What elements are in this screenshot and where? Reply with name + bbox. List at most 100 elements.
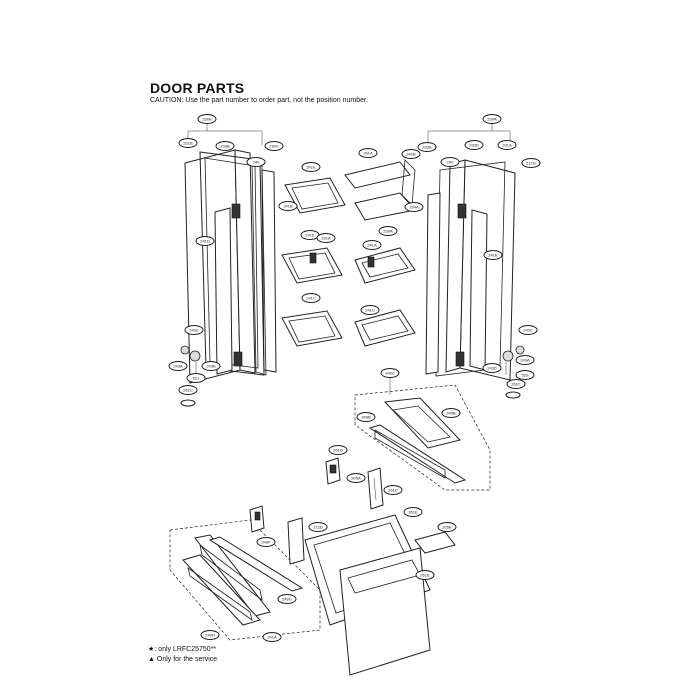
caution-text: CAUTION: Use the part number to order pa… [150,97,368,104]
callout: 212D [308,522,328,532]
svg-text:241E: 241E [488,253,498,258]
svg-text:241A: 241A [267,635,277,640]
callout: 249B [356,412,376,422]
svg-text:230A: 230A [487,117,497,122]
callout: 261C [383,485,403,495]
callout: 243A [515,355,535,365]
callout: 261D [328,445,348,455]
svg-text:521: 521 [193,376,200,381]
callout: 231A [316,233,336,243]
callout: 249F [256,537,276,547]
callout: 262C [178,385,198,395]
assembly-249A [368,397,467,484]
left-door-assembly [180,149,277,407]
svg-text:233A: 233A [422,145,432,150]
svg-text:231A: 231A [321,236,331,241]
callout: 249C [380,368,400,378]
right-door-assembly [425,159,525,399]
callout: 205B [437,522,457,532]
callout: 212G [521,158,541,168]
callout: 249H [200,630,220,640]
assembly-249B [182,534,304,626]
svg-text:243D: 243D [487,366,497,371]
callout: 261E [415,570,435,580]
callout: 241C [360,305,380,315]
svg-text:249B: 249B [446,411,456,416]
svg-text:261D: 261D [333,448,343,453]
callout: 240 [246,157,266,167]
callout: 243B [201,361,221,371]
svg-text:231A: 231A [502,143,512,148]
callout: 241B [401,149,421,159]
svg-text:262C: 262C [511,382,521,387]
callout: 243A [168,361,188,371]
callout: 231A [497,140,517,150]
svg-text:241A: 241A [367,243,377,248]
callout: 233B [215,141,235,151]
svg-text:241D: 241D [200,239,210,244]
callout: 241C [301,293,321,303]
callout: 521 [186,373,206,383]
callout: 240 [440,157,460,167]
callout: 241A [362,240,382,250]
svg-text:230A: 230A [383,229,393,234]
svg-text:241E: 241E [305,233,315,238]
triangle-icon: ▲ [148,656,155,663]
svg-text:261E: 261E [408,510,418,515]
callout: 243C [184,325,204,335]
callout: 249G [277,594,297,604]
svg-text:243A: 243A [520,358,530,363]
middle-small-parts [325,457,384,510]
callout: 230B [197,114,217,124]
callout: 243D [482,363,502,373]
svg-text:249B: 249B [361,415,371,420]
callout: 205A [346,473,366,483]
callout: 230A [482,114,502,124]
callout: 261A [358,148,378,158]
svg-text:249G: 249G [282,597,292,602]
svg-text:262C: 262C [183,388,193,393]
callout: 241E [301,162,321,172]
callout: 249B [441,408,461,418]
svg-text:230C: 230C [269,144,279,149]
callout: 241D [195,236,215,246]
svg-text:240: 240 [253,160,260,165]
svg-text:243C: 243C [189,328,199,333]
svg-text:241C: 241C [306,296,316,301]
callout: 262C [506,379,526,389]
svg-text:261E: 261E [420,573,430,578]
svg-text:241B: 241B [406,152,416,157]
svg-text:249F: 249F [261,540,271,545]
callout-labels: 230B 231B 233B 240 230C 241E 241B 241E 2… [168,114,541,642]
svg-text:243B: 243B [206,364,216,369]
note-text: Only for the service [156,656,218,663]
callout: 230A [378,226,398,236]
callout: 243C [518,325,538,335]
svg-text:243A: 243A [173,364,183,369]
svg-text:234A: 234A [409,205,419,210]
callout: 241B [278,201,298,211]
svg-text:240: 240 [447,160,454,165]
svg-text:230B: 230B [202,117,212,122]
callout: 241E [300,230,320,240]
svg-text:249C: 249C [385,371,395,376]
page-title: DOOR PARTS [150,80,245,96]
svg-text:233B: 233B [220,144,230,149]
star-icon: ★ [148,646,155,653]
svg-text:205B: 205B [442,525,452,530]
callout: 233A [417,142,437,152]
svg-text:205A: 205A [351,476,361,481]
legend-notes: ★: only LRFC25750** ▲ Only for the servi… [148,645,217,665]
callout: 520 [515,370,535,380]
svg-text:241E: 241E [306,165,316,170]
callout: 231B [178,138,198,148]
svg-text:261A: 261A [363,151,373,156]
note-service-only: ▲ Only for the service [148,655,217,665]
svg-text:261C: 261C [388,488,398,493]
callout: 234A [404,202,424,212]
note-only-model: ★: only LRFC25750** [148,645,217,655]
svg-text:243C: 243C [523,328,533,333]
door-baskets [281,159,416,347]
callout: 233D [464,140,484,150]
